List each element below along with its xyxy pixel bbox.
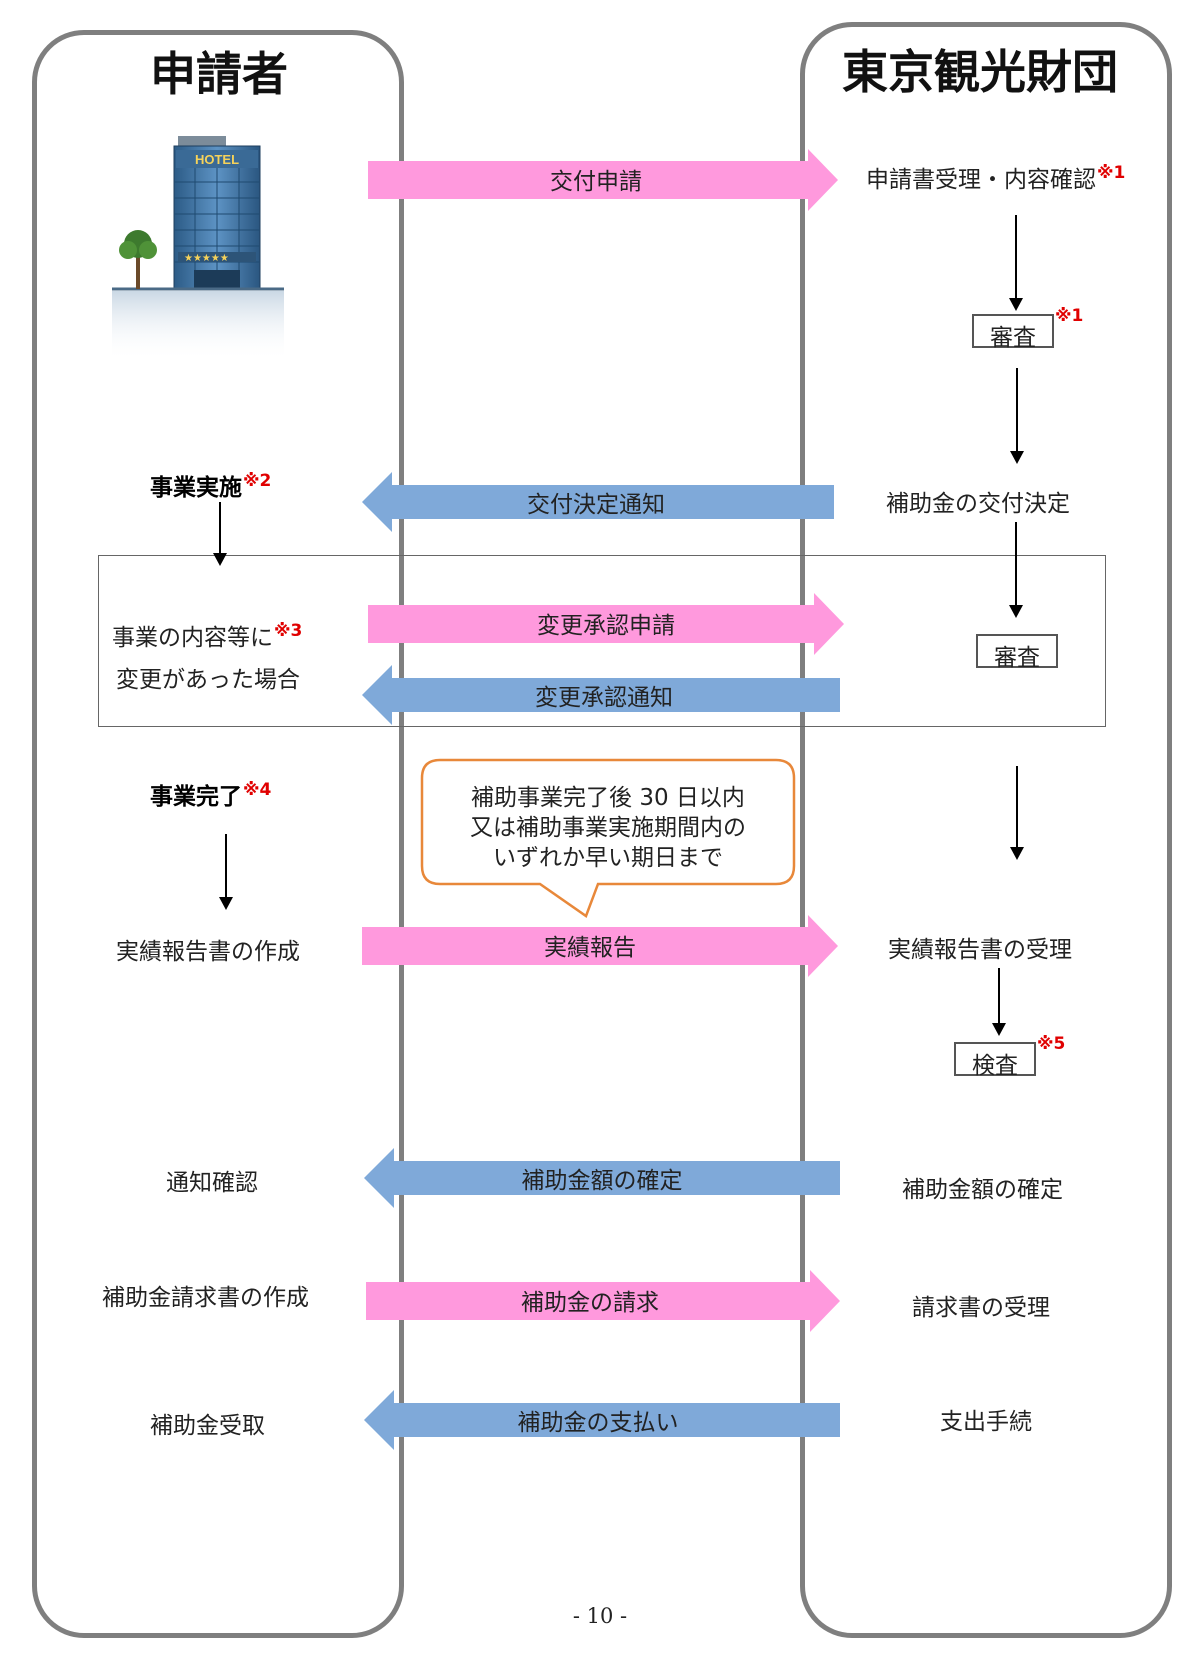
foundation-lane-title: 東京観光財団 [842,45,1118,99]
note-4: ※4 [243,780,272,801]
amount-fixed-arrow [364,1148,840,1208]
change-request-frame [98,555,1106,727]
hotel-sign: HOTEL [195,152,239,167]
svg-text:★★★★★: ★★★★★ [184,253,229,264]
invoice-creation-step: 補助金請求書の作成 [102,1285,309,1311]
applicant-lane [32,30,404,1638]
flow-connector [1009,215,1023,311]
change-condition-label-1: 事業の内容等に [112,625,273,651]
note-5: ※5 [1037,1034,1066,1054]
change-approval-request-label: 変更承認申請 [537,613,675,639]
grant-request-label: 補助金の請求 [521,1290,659,1316]
application-receipt-step: 申請書受理・内容確認※1 [866,160,1125,194]
grant-decision-notice-arrow [362,472,834,532]
payment-procedure-step: 支出手続 [940,1409,1032,1435]
invoice-receipt-step: 請求書の受理 [912,1295,1050,1321]
inspection-note: ※5 [1036,1034,1065,1064]
deadline-callout [420,758,796,918]
flow-connector [1010,766,1024,860]
grant-application-label: 交付申請 [550,169,642,195]
report-receipt-step: 実績報告書の受理 [888,937,1072,963]
amount-fixed-label: 補助金額の確定 [521,1168,683,1194]
flow-connector [992,968,1006,1036]
notice-check-step: 通知確認 [166,1170,258,1196]
hotel-building-icon: HOTEL ★★★★★ [112,136,284,361]
grant-receipt-step: 補助金受取 [150,1413,265,1439]
flow-connector [213,502,227,566]
review-box-2: 審査 [976,634,1058,671]
flow-connector [219,834,233,910]
page-number: - 10 - [572,1604,628,1628]
callout-line-2: 又は補助事業実施期間内の [470,815,746,841]
change-approval-request-arrow [368,593,844,655]
change-approval-notice-arrow [362,665,840,725]
note-3: ※3 [274,621,303,642]
change-approval-notice-label: 変更承認通知 [535,685,673,711]
callout-line-3: いずれか早い期日まで [493,845,723,871]
applicant-lane-title: 申請者 [150,47,288,101]
inspection-box: 検査 [954,1042,1036,1079]
report-creation-step: 実績報告書の作成 [116,939,300,965]
grant-payment-arrow [364,1390,840,1450]
flow-connector [1010,368,1024,464]
grant-decision-step: 補助金の交付決定 [886,491,1070,517]
change-condition-line-2: 変更があった場合 [116,667,300,693]
implementation-label: 事業実施 [150,475,242,501]
performance-report-arrow [362,915,838,977]
note-1: ※1 [1097,163,1126,184]
completion-label: 事業完了 [150,784,242,810]
application-receipt-label: 申請書受理・内容確認 [866,167,1096,193]
implementation-step: 事業実施※2 [150,468,271,502]
grant-request-arrow [366,1270,840,1332]
completion-step: 事業完了※4 [150,777,271,811]
foundation-lane [800,22,1172,1638]
performance-report-label: 実績報告 [544,935,636,961]
grant-payment-label: 補助金の支払い [517,1410,679,1436]
amount-fixed-step: 補助金額の確定 [902,1177,1063,1203]
review-box-1: 審査 [972,314,1054,351]
callout-line-1: 補助事業完了後 30 日以内 [471,785,745,811]
grant-decision-notice-label: 交付決定通知 [527,492,665,518]
note-1: ※1 [1055,306,1084,326]
grant-application-arrow [368,149,838,211]
flow-connector [1009,522,1023,618]
note-2: ※2 [243,471,272,492]
review-note-1: ※1 [1054,306,1083,336]
change-condition-line-1: 事業の内容等に※3 [112,618,302,652]
